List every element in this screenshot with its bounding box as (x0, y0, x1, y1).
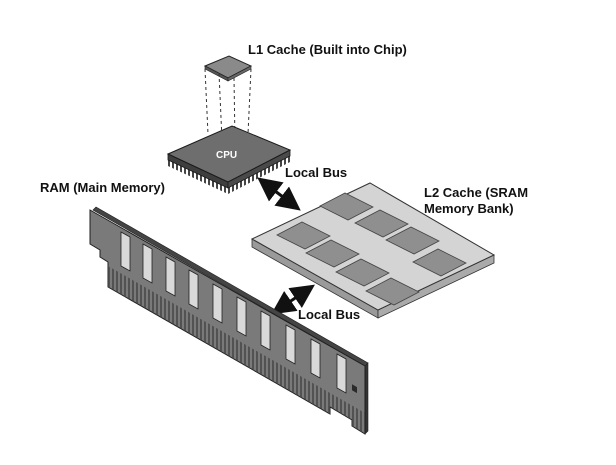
local-bus-arrow-bottom (271, 284, 315, 315)
l2-sram-chips (276, 192, 467, 306)
l1-cache-label: L1 Cache (Built into Chip) (248, 42, 407, 57)
ram-chips (120, 231, 347, 394)
l2-cache-board (250, 182, 496, 319)
ram-module (89, 206, 369, 435)
local-bus-label-bottom: Local Bus (298, 307, 361, 322)
l2-cache-label-line1: L2 Cache (SRAM (424, 185, 529, 200)
local-bus-label-top: Local Bus (285, 165, 348, 180)
l2-cache-label: L2 Cache (SRAM Memory Bank) (424, 185, 528, 217)
local-bus-arrow-top (257, 177, 301, 211)
l1-cache-chip (203, 55, 253, 82)
cpu-label: CPU (216, 150, 237, 161)
ram-label: RAM (Main Memory) (40, 180, 165, 195)
l2-cache-label-line2: Memory Bank) (424, 201, 514, 216)
l1-projection-lines (204, 68, 252, 143)
cpu-chip: CPU (166, 125, 292, 194)
